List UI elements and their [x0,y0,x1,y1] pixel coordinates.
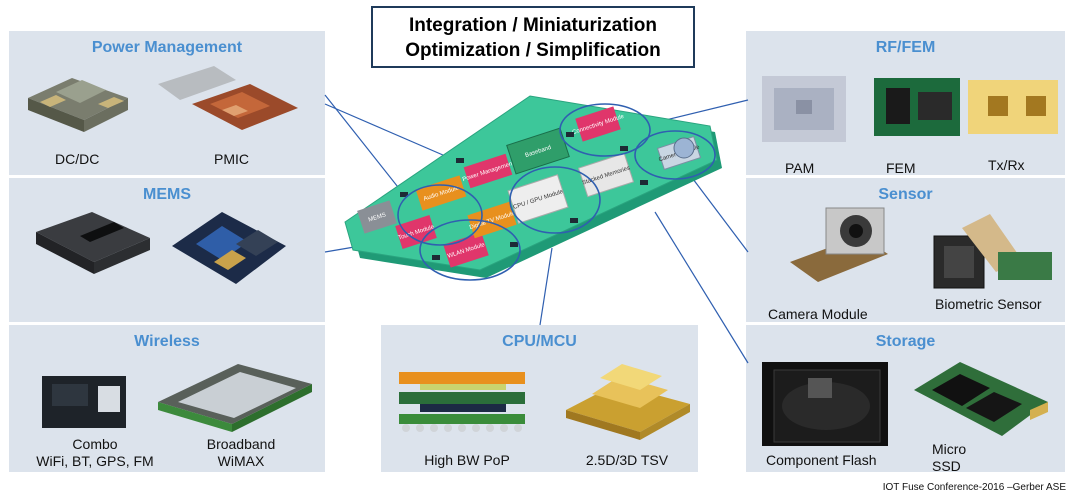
dcdc-module-image [28,78,128,132]
wireless-title: Wireless [134,333,200,350]
capacitor [620,146,628,151]
pam-chip-image [762,76,846,142]
capacitor [456,158,464,163]
component-flash-image [762,362,888,446]
board-chip [467,201,517,239]
pmic-label: PMIC [214,151,249,167]
storage-title: Storage [875,333,936,350]
capacitor [400,192,408,197]
component-flash-label: Component Flash [766,452,877,468]
broadband-label-line1: Broadband [206,436,276,452]
connector-line [539,247,553,326]
biometric-sensor-image [933,214,1052,289]
board-chip [507,174,569,224]
txrx-chip-image [968,80,1058,134]
board-chip [357,200,397,234]
capacitor [510,242,518,247]
combo-label-line1: Combo [72,436,118,452]
connector-line [654,211,749,364]
micro-ssd-label-line2: SSD [932,458,961,474]
broadband-label-line2: WiMAX [217,453,265,469]
board-chip [463,153,513,189]
title-line-1: Integration / Miniaturization [408,15,658,36]
camera-module-label: Camera Module [768,306,868,322]
broadband-module-image [158,364,312,432]
pmic-chip-image [158,66,298,130]
pam-label: PAM [785,160,815,176]
title-box: Integration / Miniaturization Optimizati… [371,6,695,68]
fem-label: FEM [886,160,916,176]
board-chip [395,215,437,249]
mems-sensor-image [36,212,150,274]
high-bw-pop-label: High BW PoP [424,452,510,468]
board-chip [575,106,621,142]
pop-package-image [399,372,525,432]
micro-ssd-label-line1: Micro [932,441,967,457]
biometric-sensor-label: Biometric Sensor [935,296,1042,312]
highlight-ellipse [559,103,651,157]
cpu-mcu-title: CPU/MCU [502,333,577,350]
txrx-label: Tx/Rx [988,157,1025,173]
smartphone-board: MEMS Audio Module Power Management Baseb… [344,95,722,281]
dcdc-label: DC/DC [55,151,100,167]
source-credit: IOT Fuse Conference-2016 –Gerber ASE [882,482,1066,493]
board-chip-label: MEMS [368,212,387,223]
capacitor [640,180,648,185]
highlight-ellipse [509,166,601,234]
camera-lens-icon [673,137,695,159]
micro-ssd-label: Micro SSD [932,441,972,475]
board-chip [415,175,467,211]
mems-title: MEMS [143,186,191,203]
capacitor [570,218,578,223]
board-chip [577,152,635,198]
connector-line [689,174,749,253]
power-management-title: Power Management [91,39,243,56]
fem-chip-image [874,78,960,136]
broadband-label: Broadband WiMAX [186,436,296,470]
rf-fem-title: RF/FEM [875,39,936,56]
highlight-ellipse [397,184,483,246]
tsv-package-image [566,364,690,440]
highlight-ellipse [419,219,521,281]
combo-label-line2: WiFi, BT, GPS, FM [36,453,154,469]
sensor-title: Sensor [878,186,933,203]
board-chip [443,232,489,268]
camera-module-image [790,207,888,282]
capacitor [566,132,574,137]
combo-label: Combo WiFi, BT, GPS, FM [20,436,170,470]
combo-module-image [42,376,126,428]
tsv-label: 2.5D/3D TSV [585,452,669,468]
highlight-ellipse [634,130,716,180]
micro-ssd-image [914,362,1048,436]
mems-module-image [172,212,286,284]
title-line-2: Optimization / Simplification [405,40,661,61]
capacitor [432,255,440,260]
